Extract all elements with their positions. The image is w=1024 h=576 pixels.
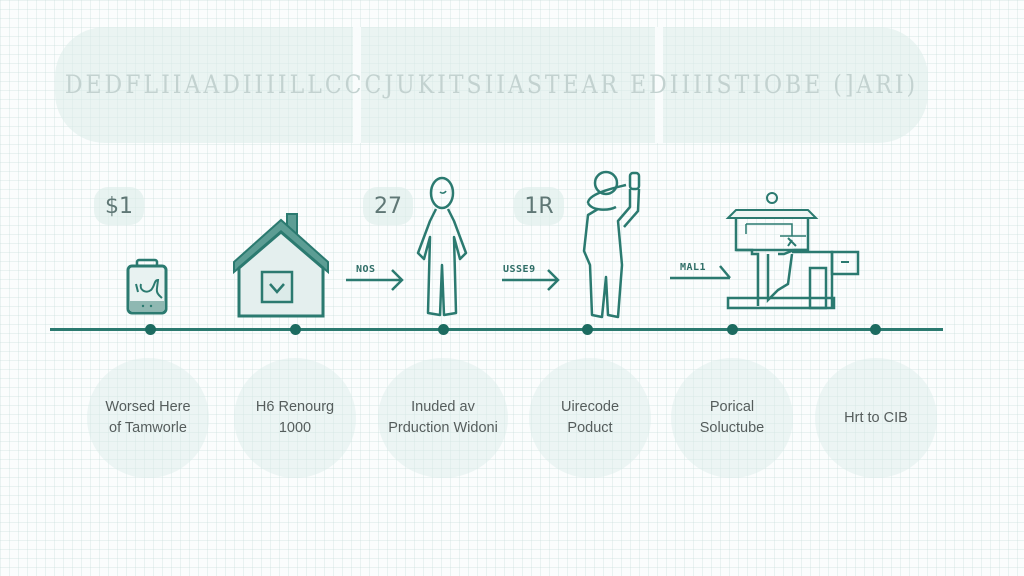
step-label-line1: Inuded av [411,399,475,415]
step-label-line2: Soluctube [699,420,765,436]
badge-step-4: 1R [514,187,564,225]
step-label-line2: 1000 [278,420,312,436]
step-card-1: Worsed Here of Tamworle [87,358,209,478]
banner-divider [353,27,361,143]
battery-phone-icon [126,258,168,315]
house-icon [233,213,329,318]
person-standing-icon [416,176,468,317]
timeline-axis [50,328,943,331]
step-label-line2: of Tamworle [109,420,187,436]
step-card-6: Hrt to CIB [815,358,937,478]
title-banner: DEDFLIIAADIIIILLCCCJUKITSIIASTEAR EDIIII… [55,27,928,143]
badge-step-3: 27 [363,187,413,225]
step-label-line2: Poduct [567,420,613,436]
machine-icon [725,192,860,310]
person-waving-icon [582,170,641,319]
arrow-right-icon [502,269,560,291]
diagram-title: DEDFLIIAADIIIILLCCCJUKITSIIASTEAR EDIIII… [64,70,919,100]
arrow-label-1: NOS [356,264,376,275]
banner-divider [655,27,663,143]
arrow-right-icon [670,265,731,280]
step-card-2: H6 Renourg 1000 [234,358,356,478]
arrow-label-3: MAL1 [680,262,707,273]
timeline-node-6 [870,324,881,335]
badge-step-1: $1 [94,187,144,225]
arrow-label-2: USSE9 [503,264,536,275]
step-label-line1: Porical [709,399,755,415]
arrow-right-icon [346,269,404,291]
step-card-3: Inuded av Prduction Widoni [378,358,508,478]
step-card-4: Uirecode Poduct [529,358,651,478]
step-label-line1: H6 Renourg [255,399,335,415]
step-label-line2: Prduction Widoni [388,420,498,436]
timeline-node-4 [582,324,593,335]
step-label-line1: Uirecode [560,399,620,415]
step-card-5: Porical Soluctube [671,358,793,478]
timeline-node-5 [727,324,738,335]
step-label-line1: Worsed Here [105,399,191,415]
timeline-node-3 [438,324,449,335]
timeline-node-1 [145,324,156,335]
step-label-line1: Hrt to CIB [844,409,908,426]
timeline-node-2 [290,324,301,335]
